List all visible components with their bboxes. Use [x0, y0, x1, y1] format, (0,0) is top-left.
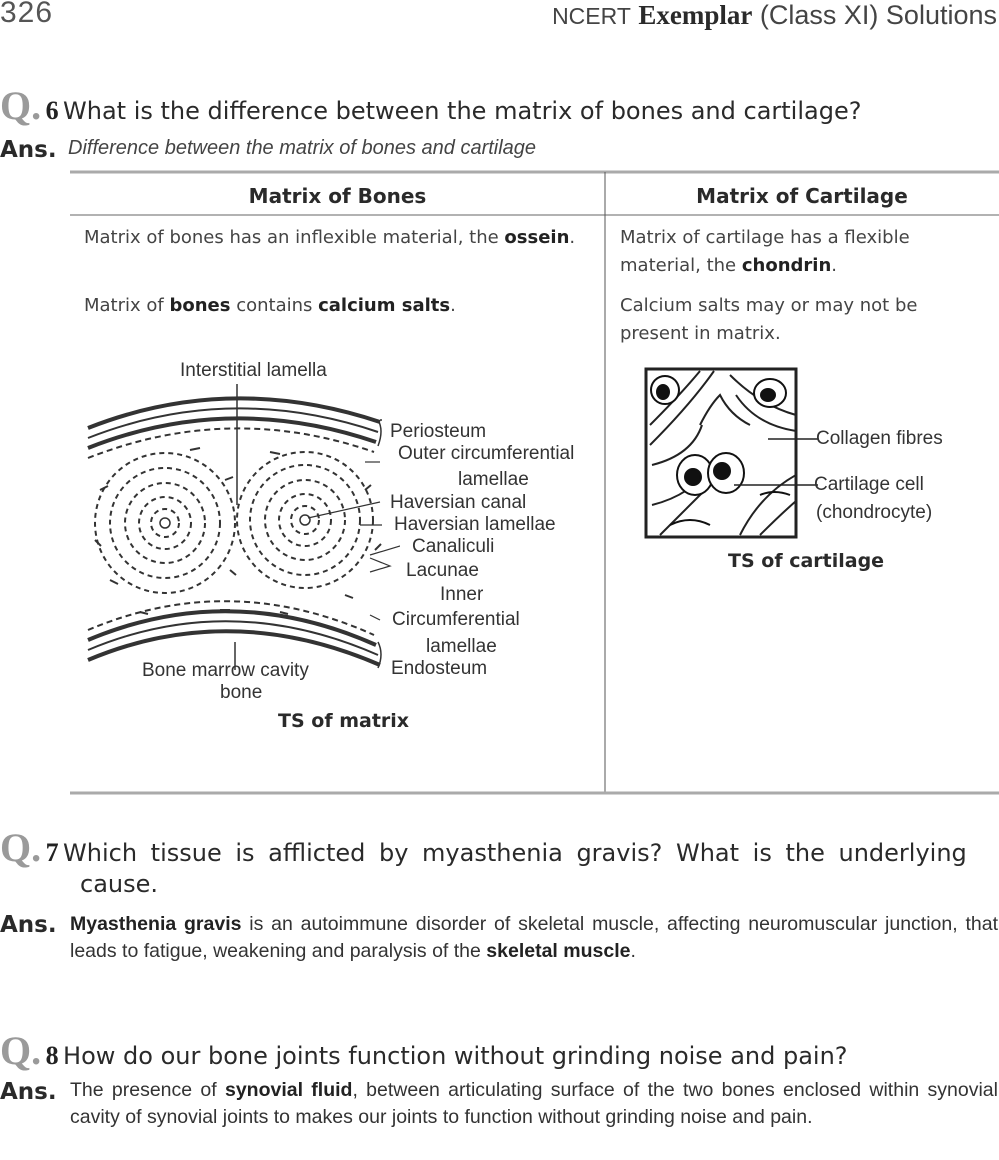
- table-header-cartilage: Matrix of Cartilage: [696, 184, 908, 208]
- label-haversian-lamellae: Haversian lamellae: [394, 514, 556, 535]
- label-bone-marrow-cavity: Bone marrow cavity: [142, 660, 309, 681]
- question-text-line2: cause.: [80, 870, 159, 898]
- table-rules: [70, 170, 999, 795]
- label-lacunae: Lacunae: [406, 560, 479, 581]
- caption-ts-of-matrix: TS of matrix: [278, 710, 410, 732]
- q-mark: Q.: [0, 825, 42, 870]
- label-cartilage-cell: Cartilage cell: [814, 474, 924, 495]
- cell-cartilage-row1: Matrix of cartilage has a flexible mater…: [620, 227, 910, 276]
- label-inner: Inner: [440, 584, 484, 605]
- label-inner-lamellae: lamellae: [426, 636, 497, 657]
- question-number: 7: [45, 838, 59, 867]
- question-7: Q. 7 Which tissue is afflicted by myasth…: [0, 824, 999, 871]
- question-6: Q. 6 What is the difference between the …: [0, 82, 861, 129]
- table-header-bones: Matrix of Bones: [248, 184, 427, 208]
- question-number: 6: [45, 96, 59, 125]
- bone-ts-illustration: [87, 384, 400, 670]
- label-circumferential: Circumferential: [392, 609, 520, 630]
- running-header: NCERT Exemplar (Class XI) Solutions: [552, 0, 997, 31]
- header-exemplar: Exemplar: [638, 0, 753, 30]
- question-8: Q. 8 How do our bone joints function wit…: [0, 1027, 848, 1074]
- answer-label: Ans.: [0, 912, 57, 938]
- label-haversian-canal: Haversian canal: [390, 492, 527, 513]
- header-ncert: NCERT: [552, 3, 631, 29]
- question-text: What is the difference between the matri…: [63, 97, 862, 125]
- q-mark: Q.: [0, 1028, 42, 1073]
- question-number: 8: [45, 1041, 59, 1070]
- table-caption: Difference between the matrix of bones a…: [68, 137, 537, 159]
- cell-bones-row2: Matrix of bones contains calcium salts.: [84, 295, 456, 316]
- answer-8-text: The presence of synovial fluid, between …: [70, 1079, 998, 1128]
- label-chondrocyte: (chondrocyte): [816, 502, 933, 523]
- label-outer-lamellae: lamellae: [458, 469, 529, 490]
- answer-label: Ans.: [0, 137, 57, 163]
- caption-ts-of-cartilage: TS of cartilage: [728, 550, 885, 572]
- cartilage-ts-illustration: [644, 367, 818, 539]
- header-class: (Class XI) Solutions: [759, 0, 997, 30]
- question-text-line1: Which tissue is afflicted by myasthenia …: [63, 839, 967, 867]
- label-canaliculi: Canaliculi: [412, 536, 495, 557]
- question-text: How do our bone joints function without …: [63, 1042, 848, 1070]
- cell-bones-row1: Matrix of bones has an inflexible materi…: [84, 227, 576, 248]
- cell-cartilage-row2: Calcium salts may or may not be present …: [620, 295, 918, 344]
- page-number: 326: [0, 0, 54, 29]
- label-collagen-fibres: Collagen fibres: [816, 428, 943, 449]
- q-mark: Q.: [0, 83, 42, 128]
- label-outer-circumferential: Outer circumferential: [398, 443, 575, 464]
- label-periosteum: Periosteum: [390, 421, 487, 442]
- answer-label: Ans.: [0, 1079, 57, 1105]
- answer-7-text: Myasthenia gravis is an autoimmune disor…: [70, 913, 998, 962]
- label-interstitial-lamella: Interstitial lamella: [180, 360, 327, 381]
- label-endosteum: Endosteum: [391, 658, 488, 679]
- label-bone: bone: [220, 682, 263, 703]
